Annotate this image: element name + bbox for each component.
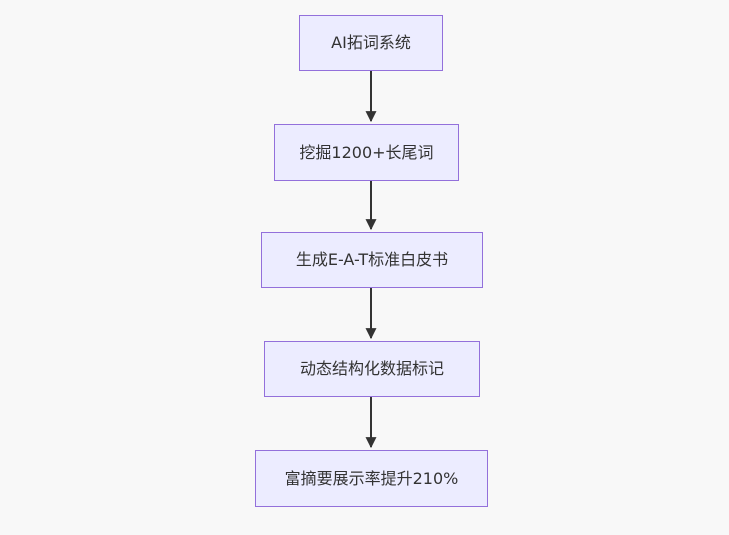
node-label: 富摘要展示率提升210% xyxy=(284,468,459,488)
flowchart-node-step-4: 动态结构化数据标记 xyxy=(264,341,480,397)
node-label: 生成E-A-T标准白皮书 xyxy=(295,250,449,270)
flowchart-node-step-1: AI拓词系统 xyxy=(299,15,443,71)
node-label: AI拓词系统 xyxy=(331,33,411,53)
flowchart-node-step-2: 挖掘1200+长尾词 xyxy=(274,124,459,181)
flowchart-node-step-3: 生成E-A-T标准白皮书 xyxy=(261,232,483,288)
node-label: 挖掘1200+长尾词 xyxy=(299,142,434,162)
flowchart-node-step-5: 富摘要展示率提升210% xyxy=(255,450,488,507)
node-label: 动态结构化数据标记 xyxy=(299,359,444,379)
